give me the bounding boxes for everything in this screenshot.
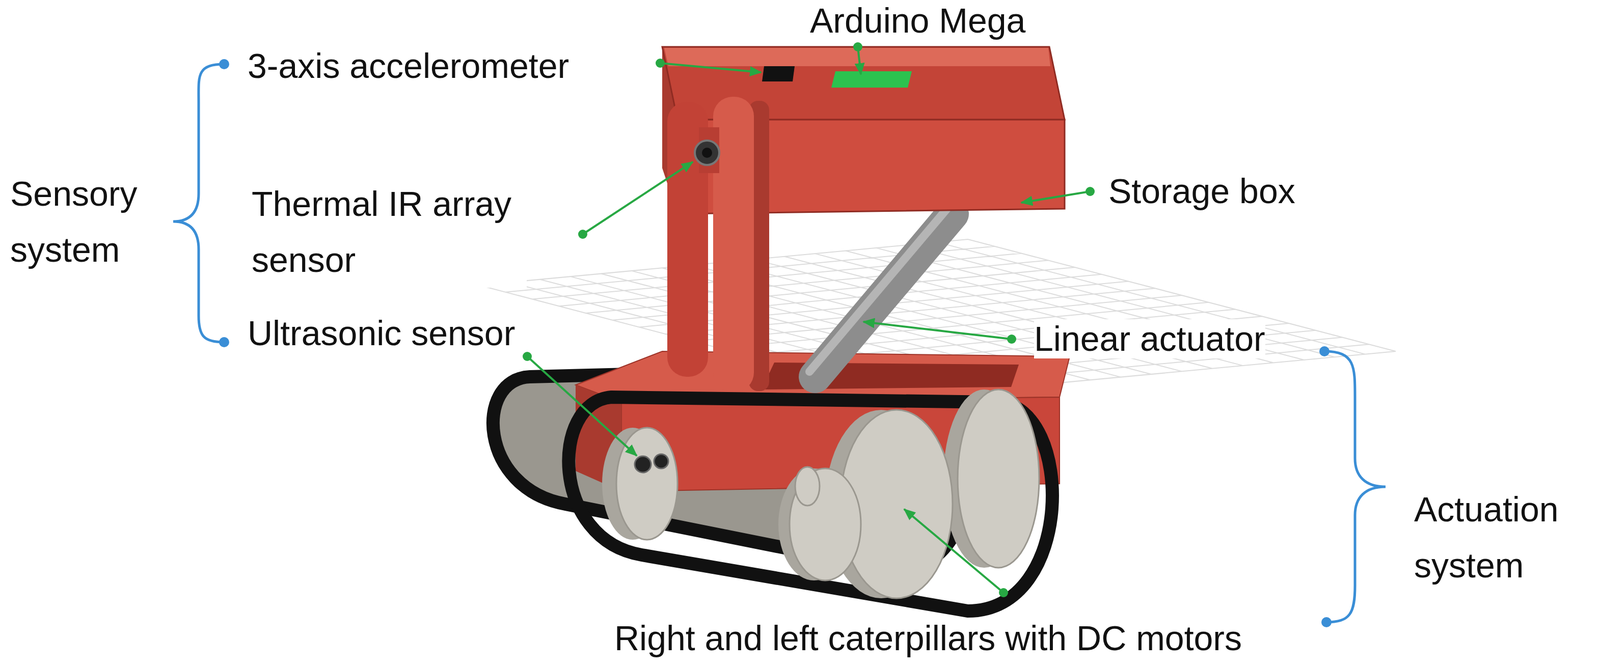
leader-dot (655, 58, 665, 68)
leader-dots (522, 42, 1095, 598)
group-label: Sensory system (10, 165, 151, 278)
ultrasonic-transducer (634, 456, 652, 473)
component-label: Thermal IR array sensor (251, 175, 527, 288)
component-label: Ultrasonic sensor (247, 313, 515, 354)
thermal-sensor-lens (701, 147, 713, 158)
leader-line (863, 321, 1012, 340)
wheel (795, 467, 820, 506)
group-label: Actuation system (1414, 481, 1567, 594)
leader-line (582, 161, 693, 235)
leader-dot (1085, 186, 1095, 197)
leader-dot (1007, 334, 1017, 344)
component-label: 3-axis accelerometer (247, 46, 569, 86)
leader-line (527, 356, 637, 456)
ultrasonic-transducer (654, 454, 669, 469)
bracket-dot (1319, 346, 1330, 357)
thermal-sensor (694, 140, 720, 166)
leader-dot (578, 229, 588, 239)
bracket-dot (219, 337, 230, 348)
bracket-dot (1321, 617, 1332, 628)
wheel (957, 389, 1040, 568)
component-label: Linear actuator (1034, 319, 1266, 359)
accelerometer-chip (762, 66, 795, 82)
leader-line (1021, 191, 1091, 203)
leader-dot (998, 588, 1009, 598)
component-label: Right and left caterpillars with DC moto… (614, 618, 1242, 659)
actuator-highlight (809, 208, 947, 372)
leader-line (660, 63, 762, 73)
leader-lines (527, 46, 1091, 593)
component-label: Storage box (1108, 171, 1296, 211)
group-bracket (173, 64, 225, 343)
leader-line (904, 509, 1004, 593)
arduino-board (831, 71, 912, 88)
component-label: Arduino Mega (809, 1, 1026, 41)
leader-dot (522, 351, 532, 362)
bracket-dot (219, 59, 230, 70)
leader-dot (853, 42, 863, 52)
group-bracket (1324, 351, 1386, 623)
linear-actuator (815, 213, 953, 377)
